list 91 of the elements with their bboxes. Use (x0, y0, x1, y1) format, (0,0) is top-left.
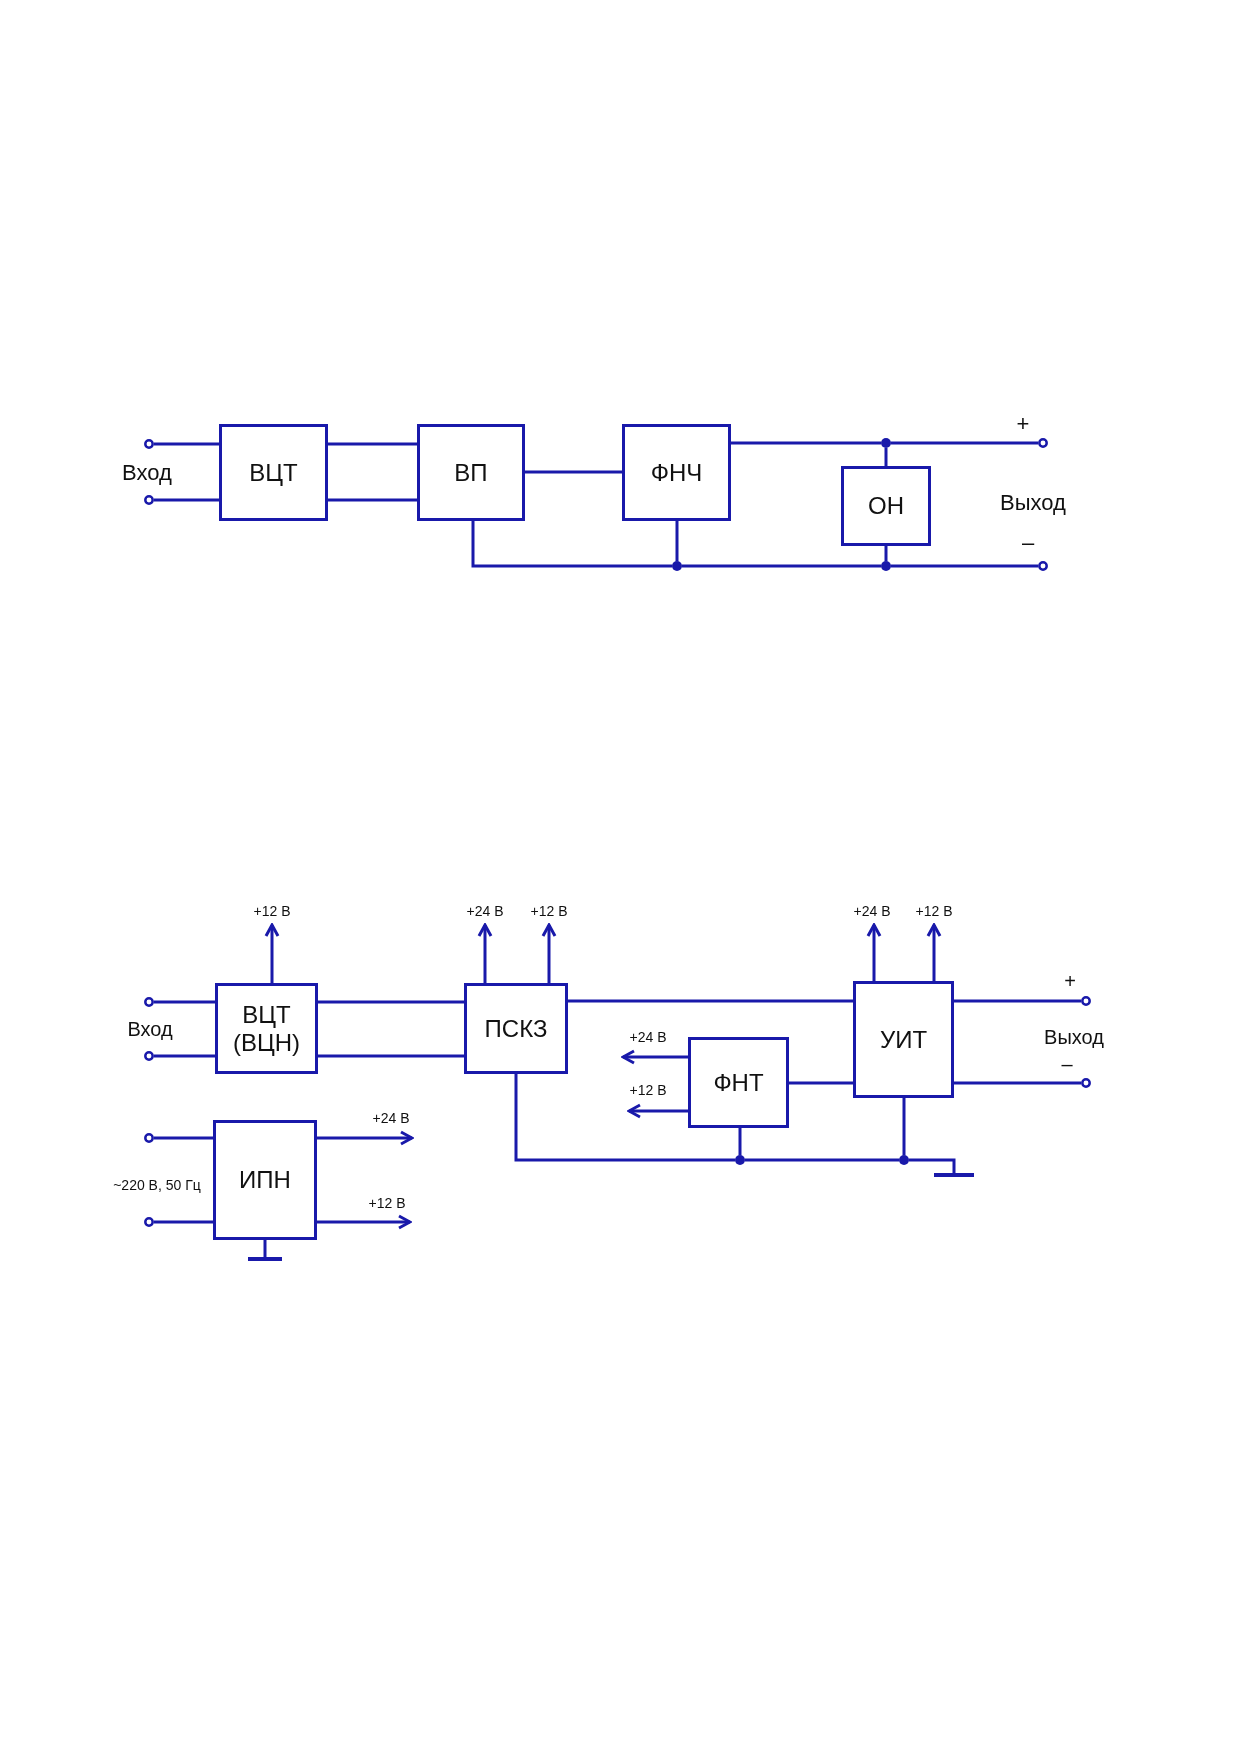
wire (568, 999, 853, 1003)
input-label: Вход (127, 1019, 173, 1039)
terminal-icon (144, 1217, 154, 1227)
voltage-label: +24 В (627, 1029, 669, 1045)
wire (263, 1240, 267, 1257)
polarity-sign: – (1021, 532, 1035, 554)
polarity-sign: + (1064, 971, 1076, 991)
arrow (541, 923, 557, 983)
output-label: Выход (1000, 492, 1066, 514)
wire (328, 498, 417, 502)
block-label: ВЦТ (249, 458, 298, 487)
block-box (688, 1037, 789, 1128)
terminal-icon (144, 1051, 154, 1061)
block-label: ФНЧ (650, 458, 703, 487)
supply-voltage-label: ~220 В, 50 Гц (113, 1178, 201, 1192)
wire (328, 442, 417, 446)
wire (954, 1081, 1081, 1085)
voltage-label: +24 В (851, 903, 893, 919)
block-box (853, 981, 954, 1098)
terminal-icon (144, 495, 154, 505)
wire (884, 448, 888, 466)
wire (902, 1098, 906, 1155)
wire (154, 1136, 213, 1140)
arrow (264, 923, 280, 983)
junction-dot-icon (881, 561, 891, 571)
wire (318, 1054, 464, 1058)
wire (884, 546, 888, 561)
polarity-sign: – (1061, 1054, 1073, 1074)
wire (154, 1054, 215, 1058)
wire (154, 1220, 213, 1224)
junction-dot-icon (881, 438, 891, 448)
wire (154, 1000, 215, 1004)
block-label: ОН (868, 492, 904, 520)
terminal-icon (1081, 996, 1091, 1006)
input-label: Вход (122, 462, 172, 484)
arrow (926, 923, 942, 981)
block-box (464, 983, 568, 1074)
voltage-label: +12 В (627, 1082, 669, 1098)
wire (789, 1081, 853, 1085)
junction-dot-icon (672, 561, 682, 571)
block-box (215, 983, 318, 1074)
voltage-label: +12 В (913, 903, 955, 919)
arrow (477, 923, 493, 983)
wire (154, 498, 219, 502)
wire (745, 1158, 899, 1162)
output-label: Выход (1044, 1027, 1104, 1047)
arrow (317, 1130, 414, 1146)
junction-dot-icon (735, 1155, 745, 1165)
ground-icon (934, 1173, 974, 1177)
junction-dot-icon (899, 1155, 909, 1165)
block-label: ИПН (239, 1166, 291, 1194)
block-label: ФНТ (713, 1068, 764, 1097)
polarity-sign: + (1016, 413, 1030, 435)
wire (954, 999, 1081, 1003)
wire (154, 442, 219, 446)
block-box (622, 424, 731, 521)
wire (318, 1000, 464, 1004)
block-box (841, 466, 931, 546)
terminal-icon (144, 1133, 154, 1143)
wire (909, 1158, 956, 1173)
block-box (213, 1120, 317, 1240)
block-label: ВП (454, 458, 488, 487)
arrow (317, 1214, 412, 1230)
arrow (627, 1103, 688, 1119)
wire (471, 521, 672, 568)
wire (738, 1128, 742, 1155)
terminal-icon (1038, 438, 1048, 448)
terminal-icon (1038, 561, 1048, 571)
arrow (866, 923, 882, 981)
wire (731, 441, 881, 445)
block-label: УИТ (879, 1025, 928, 1054)
voltage-label: +12 В (251, 903, 293, 919)
voltage-label: +12 В (366, 1195, 408, 1211)
wire (682, 564, 881, 568)
terminal-icon (144, 997, 154, 1007)
terminal-icon (144, 439, 154, 449)
wire (891, 564, 1038, 568)
terminal-icon (1081, 1078, 1091, 1088)
voltage-label: +24 В (370, 1110, 412, 1126)
wire (891, 441, 1038, 445)
wire (525, 470, 622, 474)
ground-icon (248, 1257, 282, 1261)
voltage-label: +24 В (464, 903, 506, 919)
block-box (219, 424, 328, 521)
block-box (417, 424, 525, 521)
voltage-label: +12 В (528, 903, 570, 919)
wire (675, 521, 679, 561)
block-label: ПСКЗ (484, 1014, 548, 1043)
block-label: ВЦТ (ВЦН) (232, 1000, 301, 1057)
arrow (621, 1049, 688, 1065)
wire (514, 1074, 735, 1162)
